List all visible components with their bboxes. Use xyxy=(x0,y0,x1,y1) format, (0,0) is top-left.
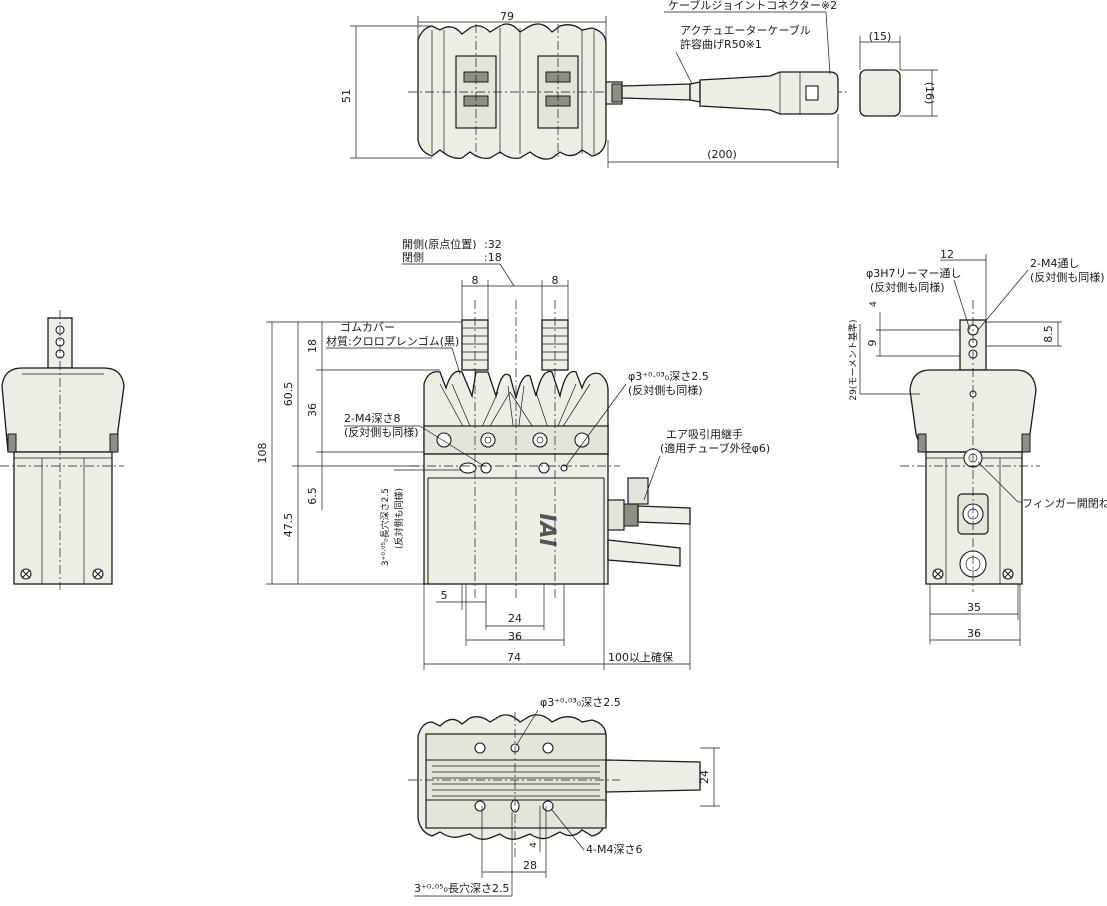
label-slot-vertical: 3⁺⁰·⁰⁵₀長穴深さ2.5 xyxy=(379,488,391,566)
label-finger-screw: フィンガー開閉ねじ xyxy=(1022,497,1107,510)
dim-51: 51 xyxy=(340,89,353,103)
label-air-tube: (適用チューブ外径φ6) xyxy=(660,441,770,455)
label-m4-depth8: 2-M4深さ8 xyxy=(344,412,400,425)
label-material: 材質:クロロプレンゴム(黒) xyxy=(326,334,459,348)
cable-joint-connector xyxy=(699,71,839,115)
front-view: IAI 8 8 開側(原点位置) :32 閉側 :18 ゴムカバー 材質:クロロ… xyxy=(256,237,770,670)
label-moment: 29(モーメント基準) xyxy=(847,319,859,400)
actuator-cable xyxy=(621,83,691,101)
dim-108: 108 xyxy=(256,443,269,464)
bottom-cable xyxy=(605,759,701,793)
dim-35: 35 xyxy=(967,601,981,614)
label-m4-through: 2-M4通し xyxy=(1030,257,1079,270)
dim-9: 9 xyxy=(866,340,879,347)
label-opposite-1: (反対側も同様) xyxy=(344,425,419,439)
dim-79: 79 xyxy=(500,10,514,23)
label-opposite-3: (反対側も同様) xyxy=(628,383,703,397)
label-reamer: φ3H7リーマー通し xyxy=(866,267,962,280)
dim-24-bottom: 24 xyxy=(698,770,711,784)
label-bottom-m4: 4-M4深さ6 xyxy=(586,843,642,856)
label-pin-hole: φ3⁺⁰·⁰³₀深さ2.5 xyxy=(628,370,709,383)
dim-12: 12 xyxy=(940,248,954,261)
label-air-joint: エア吸引用継手 xyxy=(666,427,743,441)
front-finger-right xyxy=(541,319,569,371)
label-open-value: :32 xyxy=(484,238,502,251)
front-cable xyxy=(607,539,681,567)
dim-28: 28 xyxy=(523,859,537,872)
dim-36-vertical: 36 xyxy=(306,403,319,417)
left-cover xyxy=(1,367,125,453)
label-bottom-slot: 3⁺⁰·⁰⁵₀長穴深さ2.5 xyxy=(414,881,509,895)
label-close-value: :18 xyxy=(484,251,502,264)
dim-36: 36 xyxy=(508,630,522,643)
left-body xyxy=(13,451,113,585)
left-side-view xyxy=(0,310,125,590)
dim-47-5: 47.5 xyxy=(282,513,295,538)
dim-16: (16) xyxy=(923,82,936,105)
label-opposite-2: (反対側も同様) xyxy=(393,488,405,549)
label-rubber-cover: ゴムカバー xyxy=(340,320,395,334)
dim-200: (200) xyxy=(707,148,737,161)
dim-6-5: 6.5 xyxy=(306,487,319,505)
label-opposite-4: (反対側も同様) xyxy=(870,280,945,294)
dim-8-5: 8.5 xyxy=(1042,325,1055,343)
label-actuator-cable-1: アクチュエーターケーブル xyxy=(680,23,811,37)
dim-4-bottom: 4 xyxy=(529,842,539,848)
label-joint-connector: ケーブルジョイントコネクター※2 xyxy=(668,0,837,12)
top-view: 79 51 (200) ケーブルジョイントコネクター※2 アクチュエーターケーブ… xyxy=(340,0,938,168)
label-close-side: 閉側 xyxy=(402,251,424,264)
dim-finger-right: 8 xyxy=(552,274,559,287)
air-elbow-joint xyxy=(627,477,649,505)
dim-24: 24 xyxy=(508,612,522,625)
air-tube xyxy=(637,505,691,525)
dim-18: 18 xyxy=(306,339,319,353)
label-opposite-5: (反対側も同様) xyxy=(1030,270,1105,284)
bottom-view: φ3⁺⁰·⁰³₀深さ2.5 24 4 28 4-M4深さ6 3⁺⁰·⁰⁵₀長穴深… xyxy=(408,696,720,897)
dim-60-5: 60.5 xyxy=(282,382,295,407)
dim-74: 74 xyxy=(507,651,521,664)
right-side-view: 12 φ3H7リーマー通し (反対側も同様) 2-M4通し (反対側も同様) 4… xyxy=(847,248,1107,646)
dim-finger-left: 8 xyxy=(472,274,479,287)
dim-36-right: 36 xyxy=(967,627,981,640)
front-finger-left xyxy=(461,319,489,371)
label-clearance: 100以上確保 xyxy=(608,650,673,664)
label-actuator-cable-2: 許容曲げR50※1 xyxy=(680,37,762,51)
dim-4-right: 4 xyxy=(869,301,879,307)
connector-end-view xyxy=(859,69,901,117)
label-open-side: 開側(原点位置) xyxy=(402,237,477,251)
dim-15: (15) xyxy=(869,30,892,43)
label-bottom-pin-hole: φ3⁺⁰·⁰³₀深さ2.5 xyxy=(540,696,621,709)
dim-5: 5 xyxy=(441,589,448,602)
